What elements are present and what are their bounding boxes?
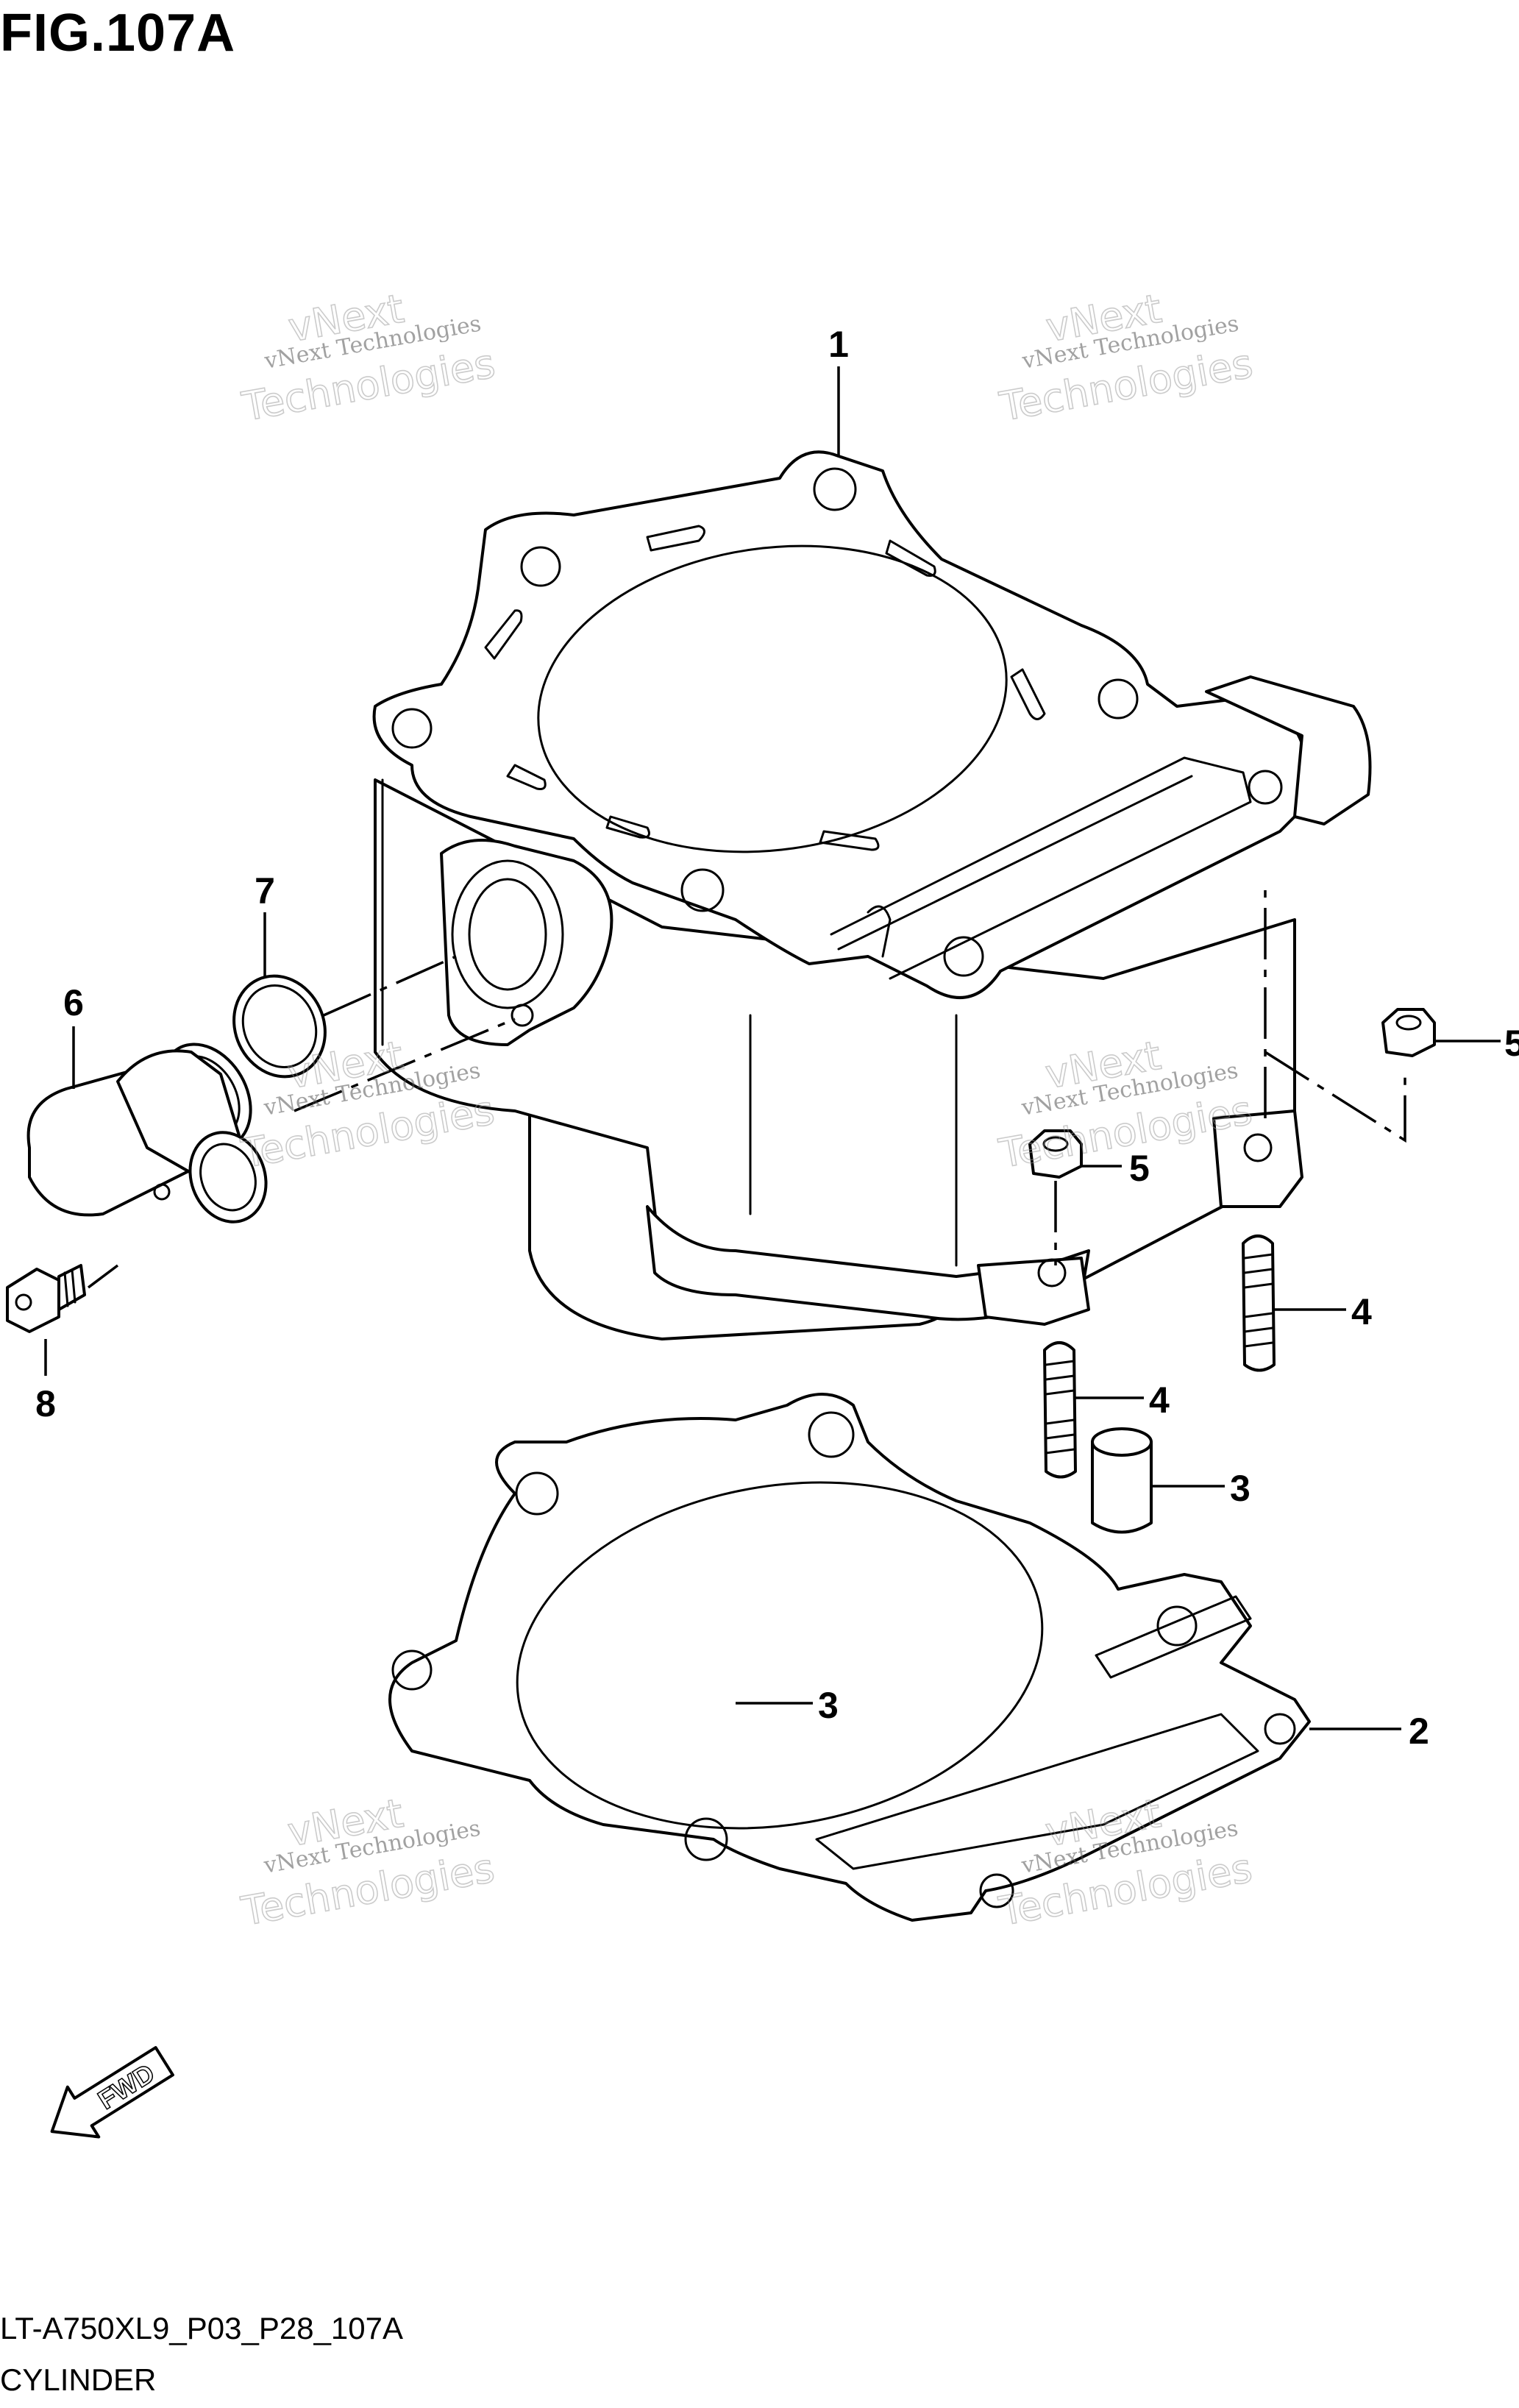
- callout-8: 8: [35, 1383, 56, 1424]
- callout-3-right: 3: [1230, 1468, 1251, 1509]
- callout-4-rear: 4: [1351, 1291, 1372, 1332]
- watermark-top-left: vNext vNext Technologies Technologies: [238, 285, 499, 431]
- callout-4-front: 4: [1149, 1379, 1170, 1421]
- figure-title: FIG.107A: [0, 4, 236, 63]
- nut-front[interactable]: [1028, 1129, 1083, 1179]
- watermark-bottom-right: vNext vNext Technologies Technologies: [995, 1789, 1256, 1936]
- callout-2: 2: [1409, 1711, 1429, 1752]
- stud-front[interactable]: [1043, 1341, 1077, 1479]
- callout-5-right: 5: [1504, 1023, 1519, 1064]
- callout-7: 7: [255, 870, 275, 912]
- watermark-top-right: vNext vNext Technologies Technologies: [995, 285, 1256, 431]
- o-ring[interactable]: [218, 961, 341, 1092]
- diagram-code: LT-A750XL9_P03_P28_107A: [0, 2311, 404, 2345]
- water-inlet-pipe[interactable]: [26, 1029, 279, 1233]
- watermark-bottom-left: vNext vNext Technologies Technologies: [237, 1789, 498, 1936]
- stud-rear[interactable]: [1242, 1235, 1276, 1372]
- fwd-arrow-icon: FWD: [50, 2046, 174, 2139]
- callout-1: 1: [828, 324, 849, 365]
- cylinder-base-gasket[interactable]: [388, 1393, 1311, 1922]
- leader-lines: [44, 366, 1501, 1730]
- watermark-mid-left: vNext vNext Technologies Technologies: [237, 1031, 498, 1178]
- callout-5-front: 5: [1129, 1148, 1150, 1189]
- nut-right[interactable]: [1381, 1008, 1436, 1057]
- bolt[interactable]: [6, 1264, 86, 1333]
- assembly-lines: [87, 890, 1406, 1289]
- callout-labels: 1 2 3 3 4 4 5 5 6 7 8: [35, 324, 1519, 1752]
- diagram-name: CYLINDER: [0, 2362, 157, 2397]
- cylinder-block[interactable]: [372, 450, 1372, 1340]
- callout-3-center: 3: [818, 1685, 839, 1726]
- callout-6: 6: [63, 982, 84, 1023]
- dowel-pin-right[interactable]: [1091, 1427, 1153, 1534]
